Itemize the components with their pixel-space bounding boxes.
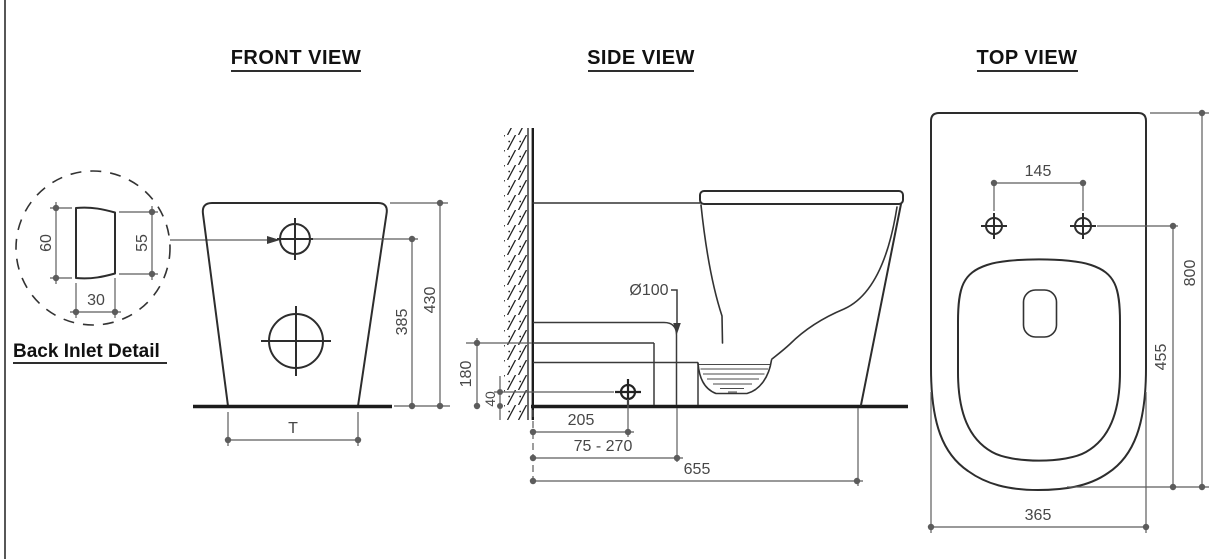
inlet-hole xyxy=(1022,289,1058,338)
side-dim-180: 180 xyxy=(458,361,475,388)
seat-opening-outline xyxy=(957,258,1121,462)
bowl-interior-curve xyxy=(771,206,898,360)
front-view: FRONT VIEW 385 430 T xyxy=(193,47,450,446)
top-dim-800: 800 xyxy=(1182,260,1199,287)
fixing-hole-marker-left xyxy=(981,213,1007,239)
side-dim-75-270: 75 - 270 xyxy=(574,438,633,455)
pan-front-profile xyxy=(700,204,724,344)
water-inlet-marker xyxy=(261,306,331,376)
front-dim-385: 385 xyxy=(394,309,411,336)
seat-lid xyxy=(699,190,904,205)
outlet-pipe-bottom xyxy=(533,342,655,405)
water-sump-outline xyxy=(697,359,773,395)
water-surface-hatch xyxy=(699,364,770,393)
side-view-title: SIDE VIEW xyxy=(587,47,695,69)
outlet-dia-leader xyxy=(671,289,678,324)
top-dim-455: 455 xyxy=(1153,344,1170,371)
pan-rear-slant xyxy=(860,203,902,406)
wall-hatching xyxy=(504,128,528,420)
detail-dim-30: 30 xyxy=(87,292,105,309)
detail-leader-arrowhead xyxy=(267,236,280,244)
side-dim-205: 205 xyxy=(568,412,595,429)
back-inlet-detail: 60 55 30 Back Inlet Detail xyxy=(13,170,280,364)
outlet-pipe-top xyxy=(533,321,678,405)
side-view: SIDE VIEW Ø100 xyxy=(458,47,908,486)
pan-top-outline xyxy=(930,112,1147,491)
detail-dim-55: 55 xyxy=(134,234,151,252)
side-dim-655: 655 xyxy=(684,461,711,478)
back-inlet-marker xyxy=(277,218,313,260)
inlet-spigot-shape xyxy=(75,206,116,280)
side-dim-40: 40 xyxy=(482,391,498,407)
front-dim-430: 430 xyxy=(422,287,439,314)
outlet-dia-arrowhead xyxy=(673,323,681,334)
top-dim-145: 145 xyxy=(1025,163,1052,180)
pan-front-outline xyxy=(201,202,388,407)
top-view: TOP VIEW 145 455 800 xyxy=(927,47,1209,533)
trap-base-line xyxy=(533,361,699,405)
detail-title: Back Inlet Detail xyxy=(13,341,160,362)
front-dim-T: T xyxy=(288,420,298,437)
detail-dim-60: 60 xyxy=(38,234,55,252)
fixing-hole-marker-right xyxy=(1070,213,1096,239)
top-view-title: TOP VIEW xyxy=(976,47,1077,69)
detail-callout-circle xyxy=(15,170,171,326)
top-dim-365: 365 xyxy=(1025,507,1052,524)
side-dim-outlet-dia: Ø100 xyxy=(629,282,668,299)
front-view-title: FRONT VIEW xyxy=(231,47,362,69)
